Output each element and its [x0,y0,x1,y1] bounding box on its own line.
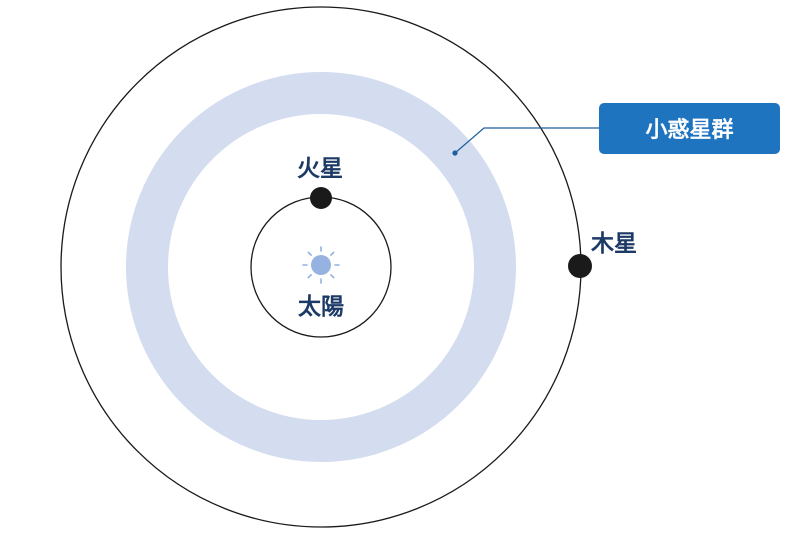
jupiter-planet-icon [568,254,592,278]
asteroid-belt-label: 小惑星群 [645,117,733,143]
asteroid-belt-leader [452,127,600,156]
asteroid-belt-callout: 小惑星群 [599,103,780,154]
mars-planet-icon [310,187,332,209]
sun-icon [302,246,340,284]
sun-label: 太陽 [298,294,344,320]
sun-rays [302,246,340,284]
mars-label: 火星 [297,156,343,182]
callout-box [599,103,780,154]
sun-core [311,255,331,275]
jupiter-label: 木星 [590,231,637,257]
leader-line [454,127,600,154]
asteroid-belt-ring [126,72,516,462]
